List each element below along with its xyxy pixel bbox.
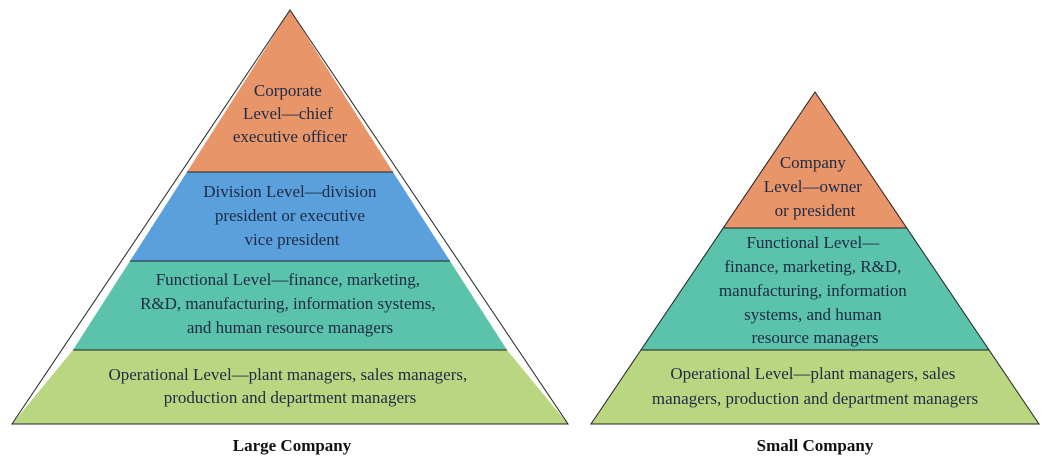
large-division-line-3: vice president — [245, 230, 340, 249]
small-functional-line-1: Functional Level— — [747, 233, 881, 252]
large-division-line-2: president or executive — [215, 206, 365, 225]
small-operational-layer — [591, 350, 1039, 424]
large-functional-line-3: and human resource managers — [187, 318, 393, 337]
large-functional-layer — [73, 261, 507, 350]
large-functional-label: Functional Level—finance, marketing, R&D… — [140, 270, 440, 337]
large-functional-line-2: R&D, manufacturing, information systems, — [140, 294, 436, 313]
large-company-pyramid: Corporate Level—chief executive officer … — [11, 9, 569, 425]
small-company-pyramid: Company Level—owner or president Functio… — [590, 91, 1040, 425]
large-pyramid-outline — [11, 9, 569, 425]
large-division-line-1: Division Level—division — [203, 182, 377, 201]
small-pyramid-outline — [590, 91, 1040, 425]
small-company-caption: Small Company — [757, 436, 874, 455]
small-operational-line-1: Operational Level—plant managers, sales — [670, 364, 955, 383]
large-corporate-line-1: Corporate — [254, 81, 322, 100]
small-functional-label: Functional Level— finance, marketing, R&… — [719, 233, 911, 347]
large-functional-line-1: Functional Level—finance, marketing, — [156, 270, 420, 289]
small-functional-line-5: resource managers — [752, 328, 879, 347]
small-operational-label: Operational Level—plant managers, sales … — [652, 364, 978, 408]
small-functional-line-2: finance, marketing, R&D, — [724, 257, 901, 276]
large-company-caption: Large Company — [233, 436, 352, 455]
small-company-layer — [723, 92, 907, 228]
small-functional-line-4: systems, and human — [744, 305, 882, 324]
large-corporate-line-3: executive officer — [233, 127, 348, 146]
large-operational-line-1: Operational Level—plant managers, sales … — [108, 365, 467, 384]
small-company-label: Company Level—owner or president — [764, 153, 866, 220]
large-operational-layer — [12, 350, 568, 424]
large-corporate-label: Corporate Level—chief executive officer — [233, 81, 348, 146]
large-corporate-layer — [187, 10, 393, 172]
large-operational-line-2: production and department managers — [164, 388, 417, 407]
small-operational-line-2: managers, production and department mana… — [652, 389, 978, 408]
small-company-line-3: or president — [775, 201, 856, 220]
small-functional-line-3: manufacturing, information — [719, 281, 907, 300]
large-division-label: Division Level—division president or exe… — [203, 182, 381, 249]
small-company-line-2: Level—owner — [764, 177, 863, 196]
small-company-line-1: Company — [780, 153, 847, 172]
small-functional-layer — [641, 228, 989, 350]
large-corporate-line-2: Level—chief — [243, 104, 333, 123]
large-operational-label: Operational Level—plant managers, sales … — [108, 365, 471, 407]
large-division-layer — [130, 172, 450, 261]
